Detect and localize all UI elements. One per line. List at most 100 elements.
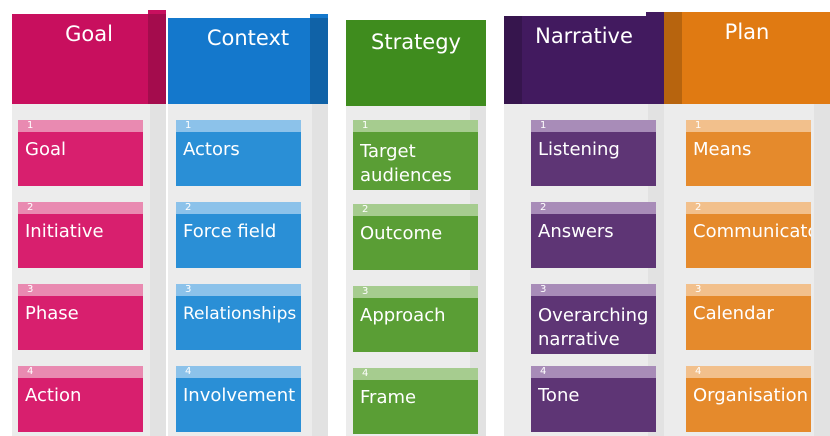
card-tab (176, 202, 301, 214)
column-header-context: Context (168, 14, 328, 104)
card-number: 2 (540, 202, 547, 213)
card-tab-notch (353, 286, 375, 298)
card-approach[interactable]: 3 Approach (353, 286, 478, 352)
card-number: 1 (540, 120, 547, 131)
card-number: 4 (185, 366, 192, 377)
card-tab-notch (686, 202, 708, 214)
card-answers[interactable]: 2 Answers (531, 202, 656, 268)
column-header-narrative: Narrative (504, 12, 664, 104)
card-tab (531, 366, 656, 378)
header-side-shade (664, 12, 682, 104)
card-tab-notch (176, 284, 198, 296)
card-number: 3 (362, 286, 369, 297)
card-number: 4 (540, 366, 547, 377)
card-label: Frame (360, 387, 417, 408)
card-label: Answers (538, 221, 614, 242)
card-tab (531, 120, 656, 132)
card-label: Tone (538, 385, 580, 406)
card-tab (176, 284, 301, 296)
card-tone[interactable]: 4 Tone (531, 366, 656, 432)
card-tab-notch (176, 366, 198, 378)
card-label: Initiative (25, 221, 104, 242)
card-calendar[interactable]: 3 Calendar (686, 284, 811, 350)
card-tab (353, 204, 478, 216)
column-title: Strategy (371, 30, 461, 54)
card-label: Approach (360, 305, 446, 326)
card-action[interactable]: 4 Action (18, 366, 143, 432)
card-tab (18, 120, 143, 132)
card-tab (176, 120, 301, 132)
card-tab-notch (686, 284, 708, 296)
card-number: 3 (695, 284, 702, 295)
card-actors[interactable]: 1 Actors (176, 120, 301, 186)
card-relationships[interactable]: 3 Relationships (176, 284, 301, 350)
card-organisation[interactable]: 4 Organisation (686, 366, 811, 432)
column-title: Context (206, 26, 290, 50)
card-tab-notch (18, 120, 40, 132)
card-label: Calendar (693, 303, 774, 324)
card-phase[interactable]: 3 Phase (18, 284, 143, 350)
card-listening[interactable]: 1 Listening (531, 120, 656, 186)
card-initiative[interactable]: 2 Initiative (18, 202, 143, 268)
card-number: 3 (185, 284, 192, 295)
card-number: 3 (540, 284, 547, 295)
card-tab-notch (531, 366, 553, 378)
card-tab (531, 202, 656, 214)
card-target-audiences[interactable]: 1 Target audiences (353, 120, 478, 190)
card-number: 2 (27, 202, 34, 213)
card-label: Force field (183, 221, 277, 242)
card-label: Goal (25, 139, 66, 160)
card-tab (353, 286, 478, 298)
header-side-shade (504, 16, 522, 104)
card-tab-notch (686, 366, 708, 378)
card-label: Actors (183, 139, 240, 160)
card-number: 4 (27, 366, 34, 377)
card-label: Outcome (360, 223, 443, 244)
column-title: Goal (65, 22, 113, 46)
card-tab-notch (353, 368, 375, 380)
card-number: 1 (185, 120, 192, 131)
header-top-edge (148, 10, 166, 14)
card-tab (18, 284, 143, 296)
card-tab (18, 366, 143, 378)
card-tab (686, 120, 811, 132)
card-tab-notch (531, 284, 553, 296)
card-tab (353, 368, 478, 380)
card-number: 3 (27, 284, 34, 295)
column-header-plan: Plan (664, 12, 830, 104)
card-number: 1 (27, 120, 34, 131)
card-tab-notch (18, 202, 40, 214)
card-tab-notch (686, 120, 708, 132)
card-goal[interactable]: 1 Goal (18, 120, 143, 186)
column-title: Narrative (535, 24, 633, 48)
card-number: 1 (362, 120, 369, 131)
card-involvement[interactable]: 4 Involvement (176, 366, 301, 432)
card-tab-notch (353, 204, 375, 216)
card-tab (686, 202, 811, 214)
card-tab-notch (353, 120, 375, 132)
card-means[interactable]: 1 Means (686, 120, 811, 186)
card-number: 4 (362, 368, 369, 379)
card-number: 4 (695, 366, 702, 377)
card-force-field[interactable]: 2 Force field (176, 202, 301, 268)
card-tab-notch (176, 120, 198, 132)
card-label: Target audiences (360, 141, 452, 186)
card-label: Relationships (183, 304, 297, 324)
card-tab-notch (18, 366, 40, 378)
header-top-edge (310, 14, 328, 18)
card-outcome[interactable]: 2 Outcome (353, 204, 478, 270)
card-tab (353, 120, 478, 132)
card-tab-notch (531, 202, 553, 214)
card-number: 1 (695, 120, 702, 131)
card-overarching-narrative[interactable]: 3 Overarching narrative (531, 284, 656, 354)
card-label: Involvement (183, 385, 296, 406)
card-number: 2 (695, 202, 702, 213)
card-label: Organisation (693, 385, 809, 406)
card-frame[interactable]: 4 Frame (353, 368, 478, 434)
card-label: Means (693, 139, 752, 160)
card-tab-notch (531, 120, 553, 132)
card-tab (176, 366, 301, 378)
card-tab (18, 202, 143, 214)
card-communicators[interactable]: 2 Communicators (686, 202, 811, 268)
